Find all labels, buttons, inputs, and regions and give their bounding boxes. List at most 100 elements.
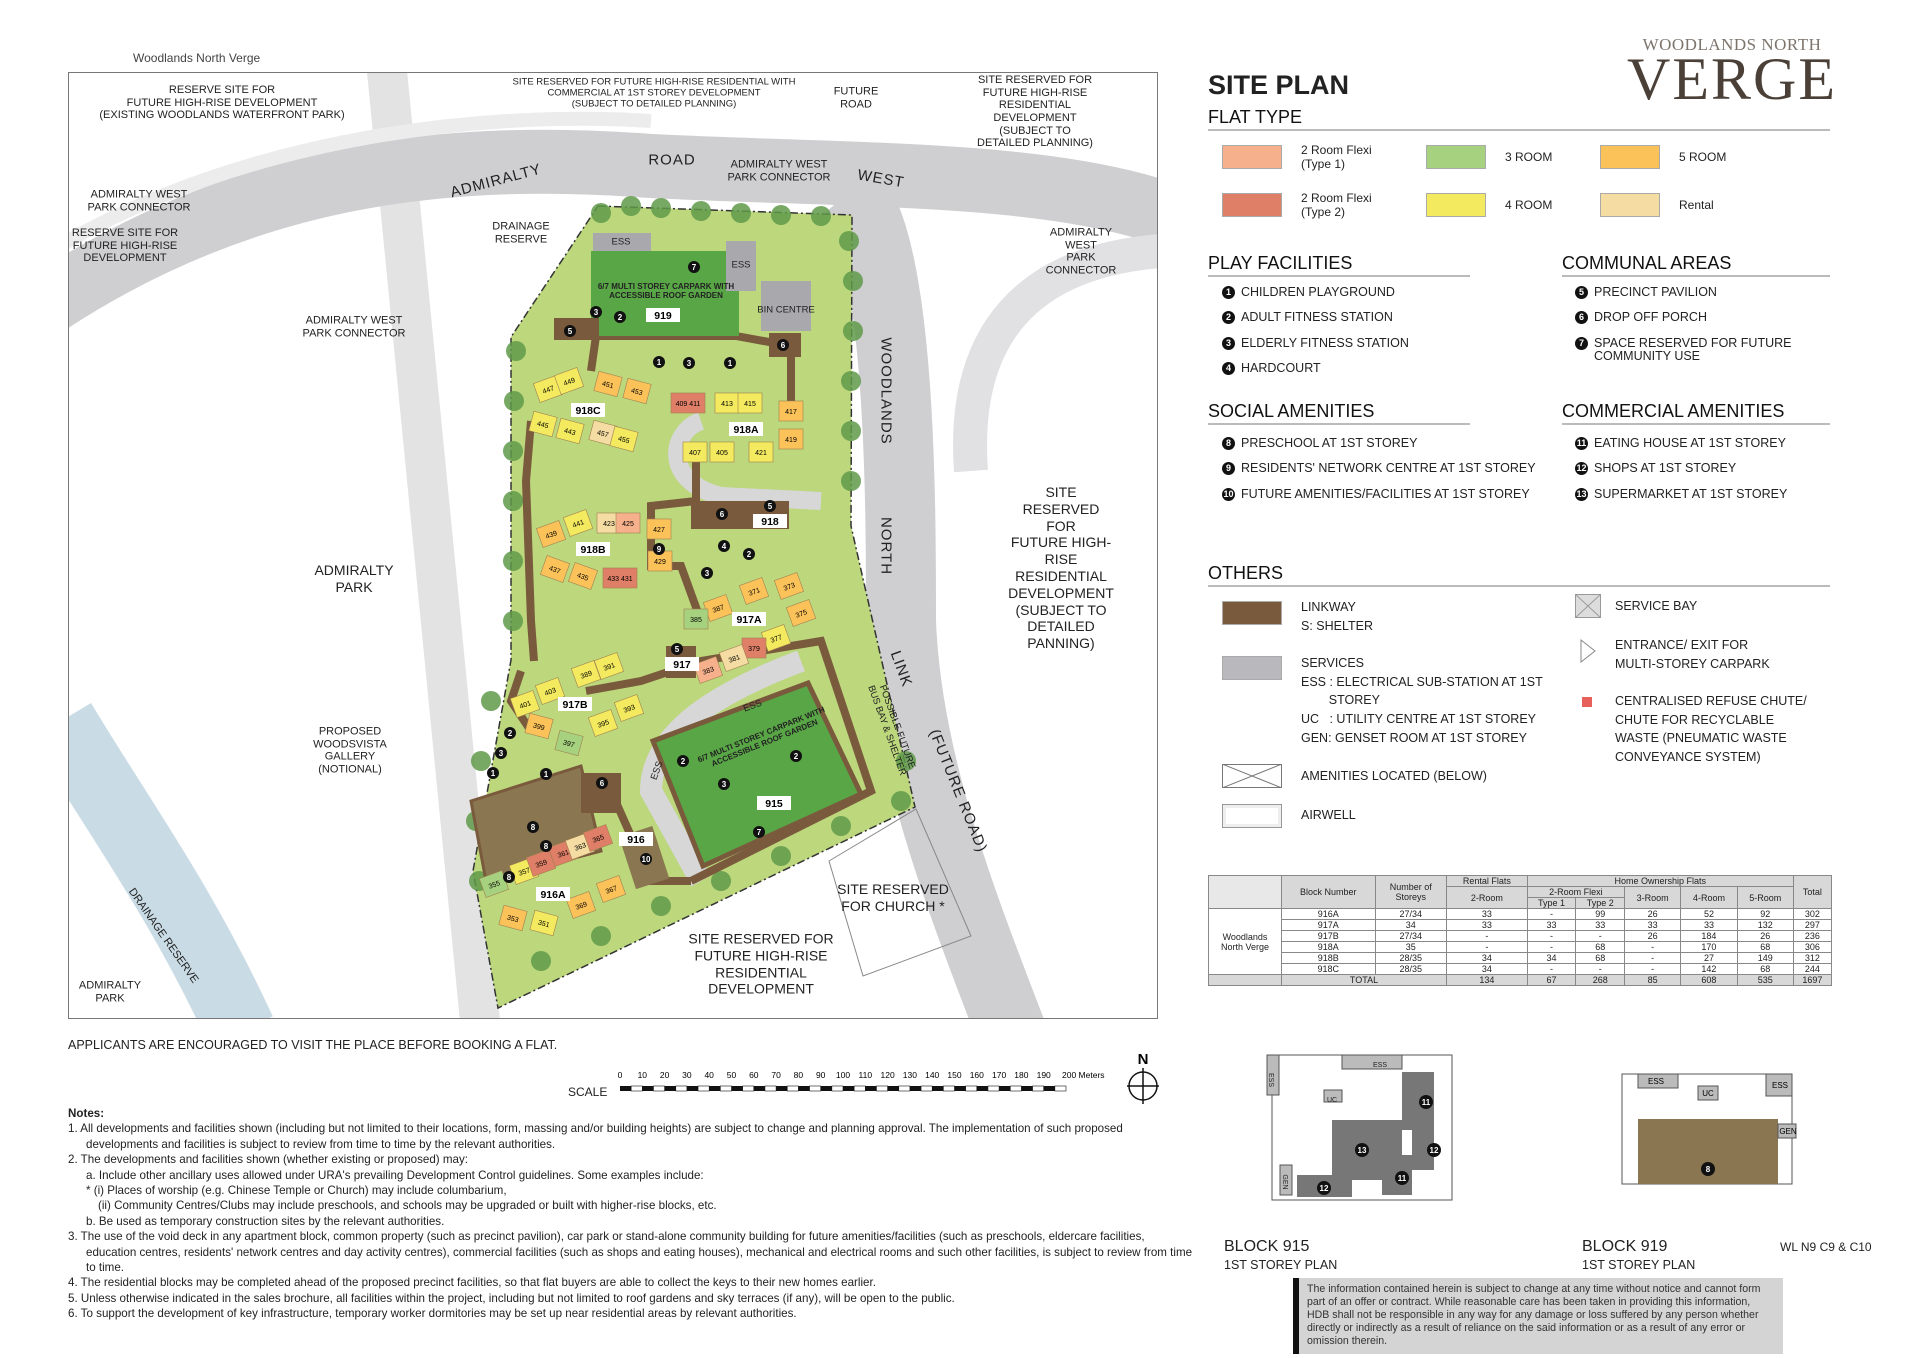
facility-marker-icon bbox=[487, 767, 499, 779]
table-cell: 170 bbox=[1680, 941, 1738, 953]
table-cell: 917B bbox=[1281, 930, 1376, 942]
table-cell: 85 bbox=[1624, 974, 1682, 986]
table-cell: TOTAL bbox=[1280, 974, 1448, 986]
table-cell: - bbox=[1526, 908, 1577, 920]
map-label-ess: ESS bbox=[611, 236, 631, 248]
scale-segment bbox=[887, 1086, 899, 1091]
facility-marker-number: 2 bbox=[794, 752, 799, 761]
plan-marker-icon bbox=[1395, 1171, 1409, 1185]
unit-number: 383 bbox=[702, 666, 715, 677]
unit-number: 377 bbox=[770, 634, 783, 645]
table-cell: 134 bbox=[1446, 974, 1528, 986]
col-storeys: Number of Storeys bbox=[1374, 875, 1448, 909]
tree-icon bbox=[591, 926, 611, 946]
unit-number: 397 bbox=[562, 740, 575, 750]
unit-number: 429 bbox=[654, 559, 666, 566]
scale-segment bbox=[776, 1086, 788, 1091]
table-cell: 92 bbox=[1736, 908, 1794, 920]
facility-marker-icon bbox=[677, 755, 689, 767]
tree-icon bbox=[831, 816, 851, 836]
unit-number: 399 bbox=[532, 723, 545, 733]
unit-number: 407 bbox=[689, 450, 701, 457]
unit-number: 413 bbox=[721, 401, 733, 408]
unit-number: 369 bbox=[575, 901, 588, 912]
block-number: 917 bbox=[673, 659, 691, 671]
unit-number: 449 bbox=[563, 377, 576, 388]
flat-unit: 435 bbox=[567, 562, 599, 590]
flat-unit: 385 bbox=[683, 608, 709, 630]
scale-segment bbox=[731, 1086, 743, 1091]
unit-number: 361 bbox=[557, 849, 570, 860]
facility-marker-number: 1 bbox=[728, 359, 733, 368]
table-cell: 535 bbox=[1736, 974, 1794, 986]
ess-919 bbox=[593, 233, 651, 251]
flat-type-swatch bbox=[1600, 145, 1660, 169]
tree-icon bbox=[481, 691, 501, 711]
table-cell: 916A bbox=[1281, 908, 1376, 920]
map-label-admiralty-park: ADMIRALTY PARK bbox=[314, 562, 394, 595]
services-label: SERVICES ESS : ELECTRICAL SUB-STATION AT… bbox=[1301, 656, 1543, 745]
facility-marker-number: 1 bbox=[657, 358, 662, 367]
pavilion-919 bbox=[554, 318, 599, 340]
flat-unit: 415 bbox=[737, 392, 763, 414]
number-badge-icon: 6 bbox=[1575, 311, 1588, 325]
block-number: 916A bbox=[540, 889, 566, 901]
linkway-swatch bbox=[1222, 601, 1282, 625]
park-connector bbox=[69, 111, 652, 249]
tree-icon bbox=[731, 203, 751, 223]
refuse-chute-label: CENTRALISED REFUSE CHUTE/ CHUTE FOR RECY… bbox=[1615, 694, 1807, 765]
scale-tick-label: 100 bbox=[836, 1070, 850, 1080]
tree-icon bbox=[503, 551, 523, 571]
plan-label: 8 bbox=[1706, 1165, 1711, 1174]
block-label: 918B bbox=[576, 542, 610, 556]
scale-segment bbox=[853, 1085, 866, 1092]
scale-tick-label: 80 bbox=[794, 1070, 804, 1080]
table-cell: 26 bbox=[1624, 930, 1682, 942]
legend-label: HARDCOURT bbox=[1241, 360, 1321, 375]
note: 1. All developments and facilities shown… bbox=[68, 1122, 1123, 1151]
play-facilities-heading: PLAY FACILITIES bbox=[1208, 253, 1470, 277]
block-number: 918B bbox=[580, 544, 606, 556]
map-label-waterfront: RESERVE SITE FOR FUTURE HIGH-RISE DEVELO… bbox=[99, 84, 345, 122]
unit-number: 457 bbox=[596, 430, 609, 440]
flat-unit: 445 bbox=[528, 410, 558, 438]
flat-unit: 353 bbox=[498, 904, 528, 932]
flat-unit: 391 bbox=[593, 652, 625, 680]
facility-marker-icon bbox=[683, 357, 695, 369]
plan-label: 11 bbox=[1398, 1174, 1407, 1183]
flat-unit: 421 bbox=[748, 441, 774, 463]
flat-type-swatch bbox=[1600, 193, 1660, 217]
note: * (i) Places of worship (e.g. Chinese Te… bbox=[86, 1184, 507, 1198]
facility-marker-icon bbox=[777, 339, 789, 351]
unit-number: 447 bbox=[542, 385, 555, 396]
map-label-connector-e: ADMIRALTY WEST PARK CONNECTOR bbox=[1045, 226, 1117, 277]
flat-unit: 383 bbox=[692, 656, 724, 684]
internal-driveways bbox=[639, 412, 822, 887]
scale-segment bbox=[976, 1086, 988, 1091]
unit-number: 357 bbox=[518, 867, 531, 878]
commercial-amenities-heading: COMMERCIAL AMENITIES bbox=[1562, 401, 1830, 425]
flat-type-label: 4 ROOM bbox=[1505, 198, 1553, 212]
note: 6. To support the development of key inf… bbox=[68, 1307, 797, 1321]
table-cell: - bbox=[1575, 963, 1626, 975]
col-hof: Home Ownership Flats bbox=[1526, 875, 1794, 887]
flat-unit: 369 bbox=[565, 891, 597, 919]
facility-marker-icon bbox=[653, 543, 665, 555]
facility-marker-icon bbox=[503, 871, 515, 883]
scale-tick-label: 200 Meters bbox=[1062, 1070, 1105, 1080]
flat-unit: 443 bbox=[555, 417, 585, 445]
table-cell: 268 bbox=[1575, 974, 1626, 986]
scale-segment bbox=[954, 1086, 966, 1091]
table-cell: - bbox=[1526, 930, 1577, 942]
table-cell: 33 bbox=[1680, 919, 1738, 931]
scale-segment bbox=[664, 1086, 676, 1091]
scale-segment bbox=[965, 1085, 978, 1092]
unit-number: 419 bbox=[785, 437, 797, 444]
flat-unit: 371 bbox=[738, 577, 770, 605]
unit-number: 439 bbox=[545, 530, 558, 541]
